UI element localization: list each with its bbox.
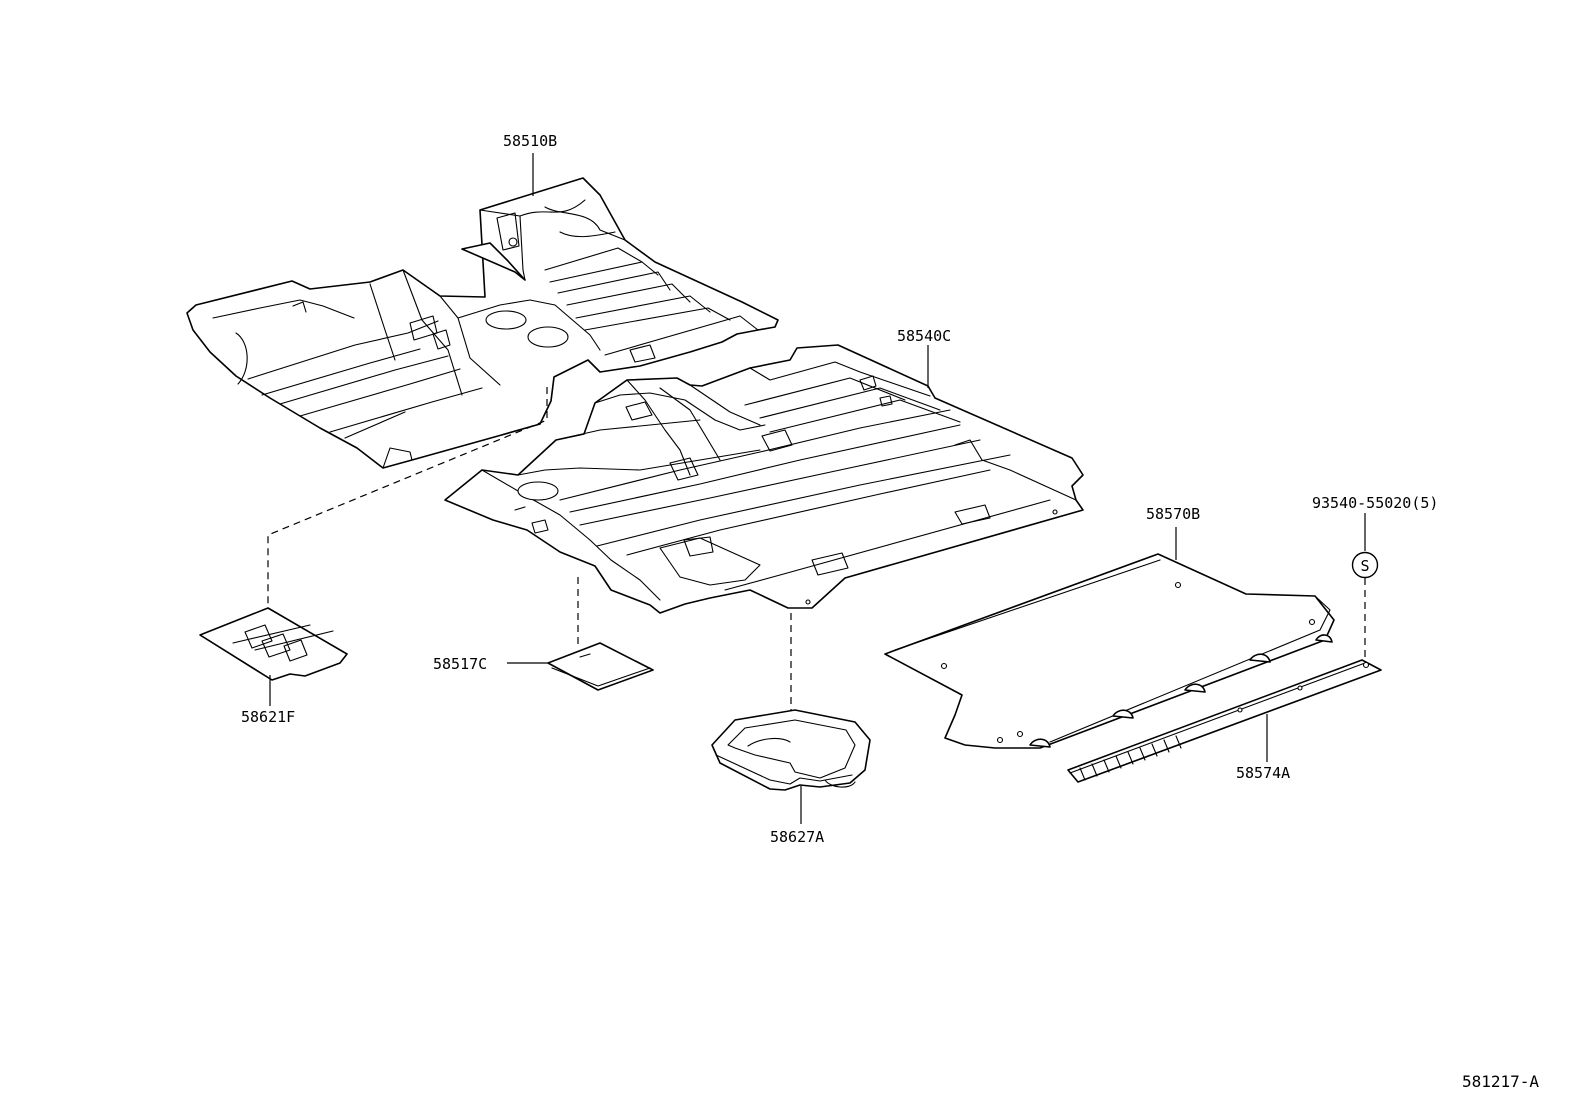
- square-pad-58517C: [547, 642, 654, 691]
- tray-58627A: [711, 709, 871, 791]
- label-58570B: 58570B: [1146, 505, 1200, 523]
- label-58627A: 58627A: [770, 828, 824, 846]
- label-58517C: 58517C: [433, 655, 487, 673]
- rear-floor-carpet: [444, 344, 1084, 614]
- front-floor-carpet: [186, 177, 779, 469]
- screw-symbol-s: S: [1351, 551, 1379, 579]
- label-58510B: 58510B: [503, 132, 557, 150]
- label-58540C: 58540C: [897, 327, 951, 345]
- trim-strip: [1067, 659, 1382, 783]
- label-58574A: 58574A: [1236, 764, 1290, 782]
- diagram-code: 581217-A: [1462, 1072, 1539, 1091]
- label-93540-55020: 93540-55020(5): [1312, 494, 1438, 512]
- small-pad-58621F: [199, 607, 348, 681]
- dashed-line-58621F: [267, 387, 548, 608]
- symbol-s-text: S: [1360, 557, 1369, 575]
- rear-floor-board: [884, 553, 1335, 749]
- label-58621F: 58621F: [241, 708, 295, 726]
